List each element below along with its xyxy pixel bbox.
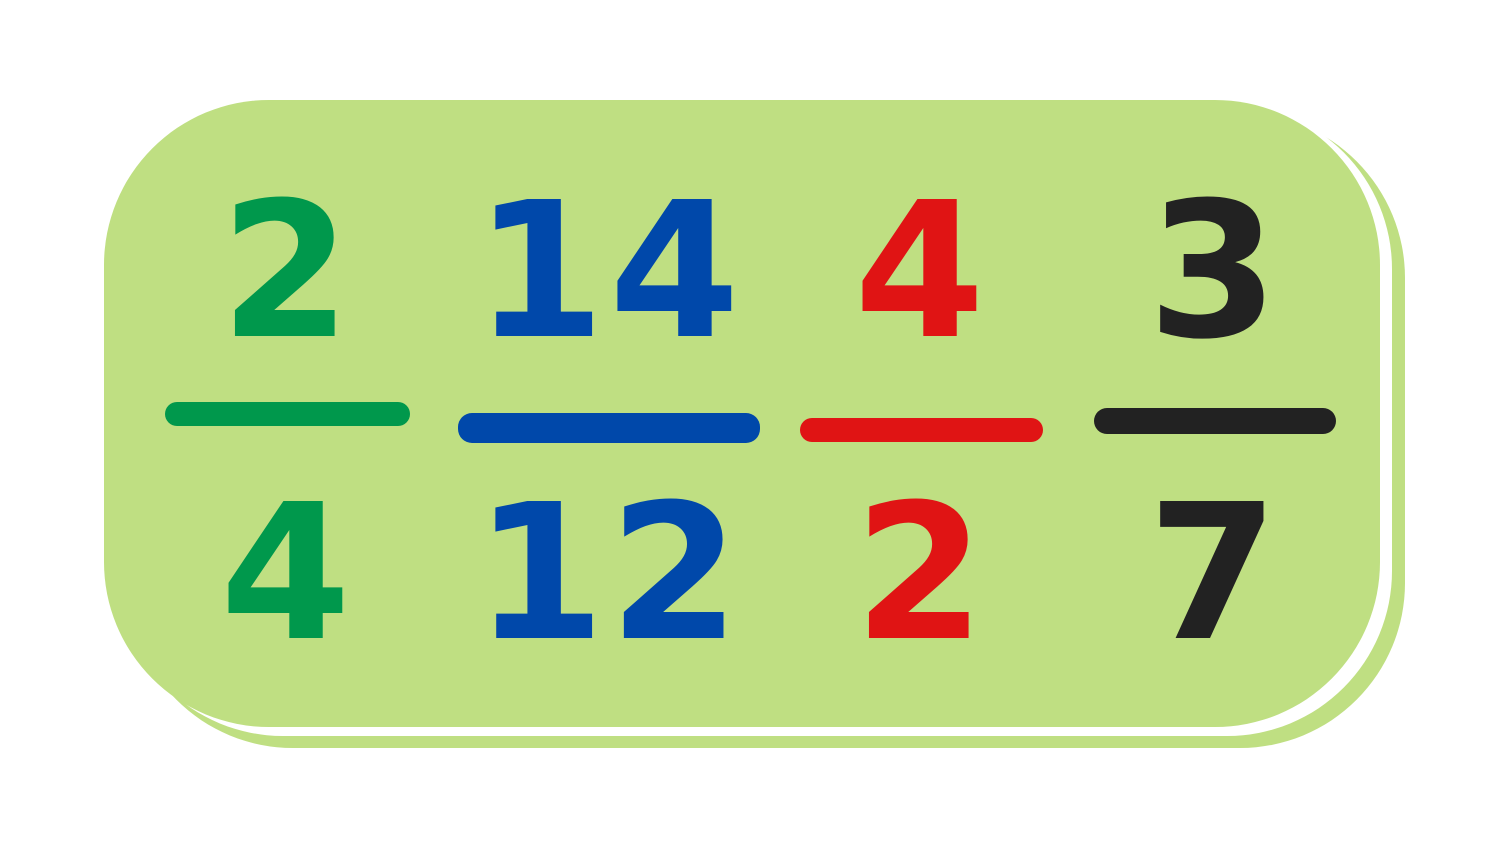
numerator: 14: [474, 162, 744, 381]
fraction-bar: [1094, 408, 1336, 434]
fraction-4: 3 7: [1094, 100, 1336, 727]
numerator: 3: [1147, 162, 1283, 381]
fraction-1: 2 4: [165, 100, 410, 727]
fraction-2: 14 12: [458, 100, 760, 727]
denominator: 12: [474, 464, 744, 683]
denominator: 7: [1147, 464, 1283, 683]
fraction-bar: [165, 402, 410, 426]
fraction-3: 4 2: [800, 100, 1043, 727]
denominator: 2: [854, 464, 989, 683]
fraction-bar: [458, 413, 760, 443]
numerator: 2: [220, 162, 355, 381]
numerator: 4: [854, 162, 989, 381]
denominator: 4: [220, 464, 355, 683]
fraction-bar: [800, 418, 1043, 442]
